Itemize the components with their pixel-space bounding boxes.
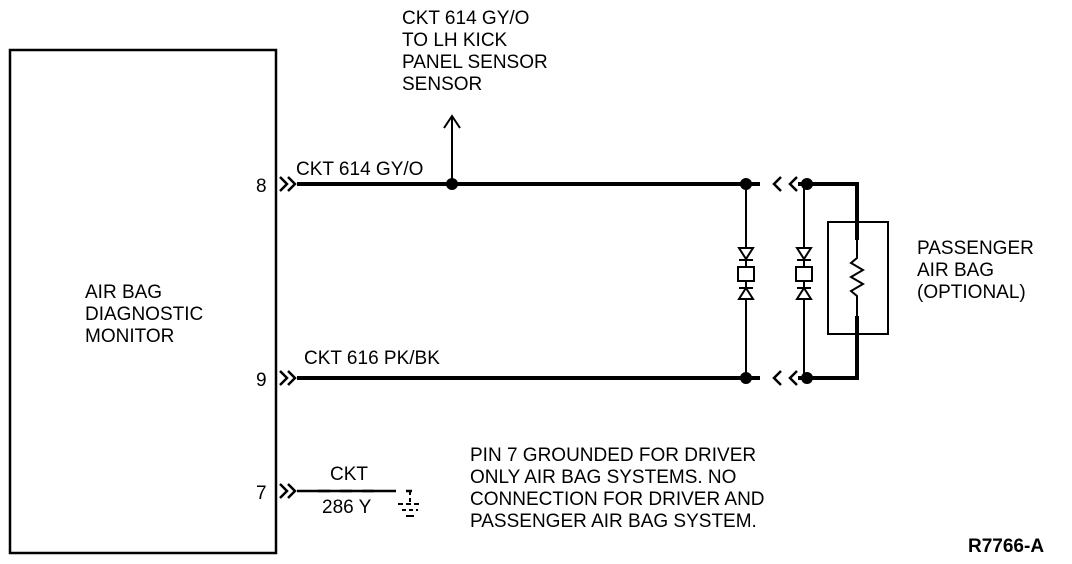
kick-panel-splice-dot: [446, 178, 458, 190]
pin-7-note-line1: PIN 7 GROUNDED FOR DRIVER: [470, 445, 756, 466]
passenger-airbag-label-line3: (OPTIONAL): [917, 282, 1026, 303]
pin-7-circuit-label-top: CKT: [330, 464, 368, 485]
passenger-airbag-label-line1: PASSENGER: [917, 238, 1034, 259]
inline-connector-top: [772, 176, 798, 192]
ground-icon: [398, 491, 422, 517]
shorting-bar-right: [795, 184, 813, 378]
monitor-label-line2: DIAGNOSTIC: [85, 304, 203, 325]
splice-dot-left-bottom: [740, 372, 752, 384]
monitor-label-line1: AIR BAG: [85, 282, 162, 303]
kick-panel-note-line1: CKT 614 GY/O: [402, 8, 529, 29]
pin-8-label: 8: [256, 176, 267, 197]
monitor-box: [8, 48, 278, 555]
inline-connector-bottom: [772, 370, 798, 386]
pin-7-connector: [279, 483, 297, 499]
splice-dot-right-top: [801, 178, 813, 190]
passenger-airbag-box: [827, 221, 889, 335]
passenger-airbag-label-line2: AIR BAG: [917, 260, 994, 281]
pin-7-label: 7: [256, 483, 267, 504]
shorting-bar-left: [737, 184, 755, 378]
pin-7-note-line4: PASSENGER AIR BAG SYSTEM.: [470, 511, 757, 532]
pin-7-circuit-label-bottom: 286 Y: [322, 497, 372, 518]
kick-panel-note-line2: TO LH KICK: [402, 30, 508, 51]
splice-dot-left-top: [740, 178, 752, 190]
kick-panel-note-line3: PANEL SENSOR: [402, 52, 548, 73]
bottom-wire-label: CKT 616 PK/BK: [304, 348, 440, 369]
pin-7-note-line2: ONLY AIR BAG SYSTEMS. NO: [470, 467, 736, 488]
kick-panel-arrow-icon: [443, 114, 461, 129]
figure-code: R7766-A: [968, 536, 1044, 557]
splice-dot-right-bottom: [801, 372, 813, 384]
airbag-resistor-icon: [849, 240, 865, 316]
pin-9-connector: [279, 370, 297, 386]
kick-panel-note-line4: SENSOR: [402, 74, 482, 95]
pin-7-note-line3: CONNECTION FOR DRIVER AND: [470, 489, 765, 510]
top-wire-label: CKT 614 GY/O: [296, 159, 423, 180]
pin-9-label: 9: [256, 370, 267, 391]
pin-8-connector: [279, 176, 297, 192]
monitor-label-line3: MONITOR: [85, 326, 174, 347]
